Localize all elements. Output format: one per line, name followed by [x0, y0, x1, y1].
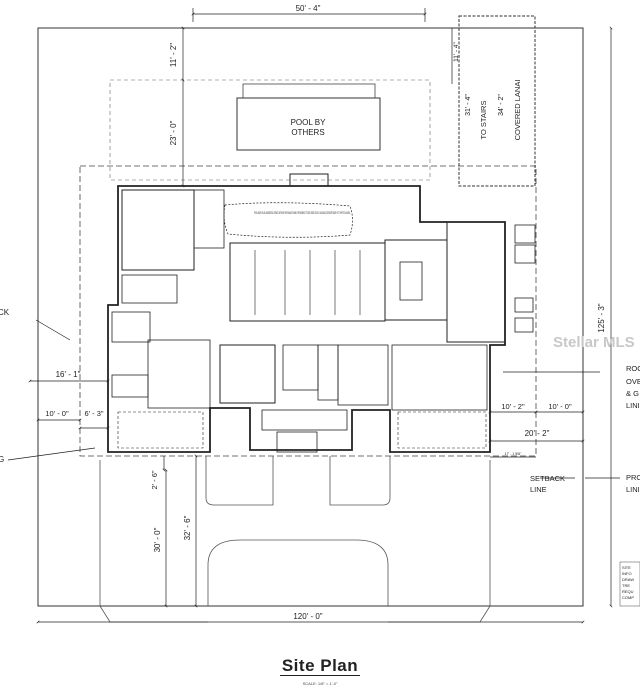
pool-label: POOL BY	[291, 118, 326, 127]
dim-front-2: 2' - 6"	[150, 470, 159, 489]
dim-front-30: 30' - 0"	[153, 527, 162, 552]
side-note-6: COMP	[622, 595, 634, 600]
callout-labels: SETBACK LINE CK G ROO OVE & G LINI PRO L…	[0, 308, 640, 607]
dim-pool-setback: 23' - 0"	[169, 120, 178, 145]
dim-top-setback: 11' - 2"	[169, 43, 178, 67]
dim-front-32: 32' - 6"	[183, 515, 192, 540]
dim-left-16: 16' - 1"	[56, 370, 81, 379]
pool-label-2: OTHERS	[291, 128, 324, 137]
to-stairs-label: TO STAIRS	[479, 101, 488, 140]
scale-note: SCALE: 1/8" = 1'-0"	[302, 681, 338, 686]
side-note-3: DRAW	[622, 577, 634, 582]
right-callout-roof-2: OVE	[626, 377, 640, 386]
pool: POOL BY OTHERS	[236, 83, 381, 151]
setback-line	[79, 165, 537, 457]
dim-right-20: 20' - 2"	[525, 429, 550, 438]
covered-lanai: TO STAIRS COVERED LANAI 31' - 4" 34' - 2…	[453, 15, 536, 187]
watermark: Stellar MLS	[553, 334, 635, 351]
setback-label: SETBACK	[530, 474, 565, 483]
side-note-4: TRE	[622, 583, 630, 588]
dim-left-6: 6' - 3"	[84, 409, 103, 418]
dim-lot-width: 120' - 0"	[293, 612, 322, 621]
side-note-5: REQU	[622, 589, 634, 594]
dim-lot-depth: 125' - 3"	[597, 303, 606, 332]
setback-label-2: LINE	[530, 485, 547, 494]
dim-stair-v: 31' - 4"	[465, 94, 472, 116]
pool-setback-line	[109, 79, 431, 181]
dim-stair-h: 11' - 4"	[453, 41, 460, 61]
dim-right-10a: 10' - 2"	[501, 402, 525, 411]
dim-small-note: 17' - 1 5/8"	[505, 452, 522, 456]
right-callout-roof-3: & G	[626, 389, 639, 398]
side-note-2: INFO	[622, 571, 632, 576]
dim-right-10b: 10' - 0"	[548, 402, 572, 411]
dimension-lines	[7, 8, 620, 624]
dim-left-10: 10' - 0"	[45, 409, 69, 418]
right-callout-prop-1: PRO	[626, 473, 640, 482]
covered-lanai-label: COVERED LANAI	[513, 80, 522, 141]
house-footprint	[107, 173, 536, 453]
right-callout-prop-2: LINI	[626, 485, 640, 494]
right-callout-roof-4: LINI	[626, 401, 640, 410]
property-line	[37, 27, 584, 607]
pool-bath-note: POOL BATH IS AN INCIDENTAL SPACE WITHIN …	[254, 211, 350, 215]
right-callout-roof-1: ROO	[626, 364, 640, 373]
left-callout-g: G	[0, 455, 4, 464]
dim-top-width: 50' - 4"	[296, 4, 321, 13]
left-callout-ck: CK	[0, 308, 10, 317]
front-yard	[99, 456, 491, 623]
side-note-1: SITE	[622, 565, 631, 570]
dim-lanai-v: 34' - 2"	[498, 94, 505, 116]
dimension-labels: 50' - 4" 11' - 2" 23' - 0" 125' - 3" 120…	[45, 4, 606, 621]
drawing-title: Site Plan	[279, 656, 361, 676]
